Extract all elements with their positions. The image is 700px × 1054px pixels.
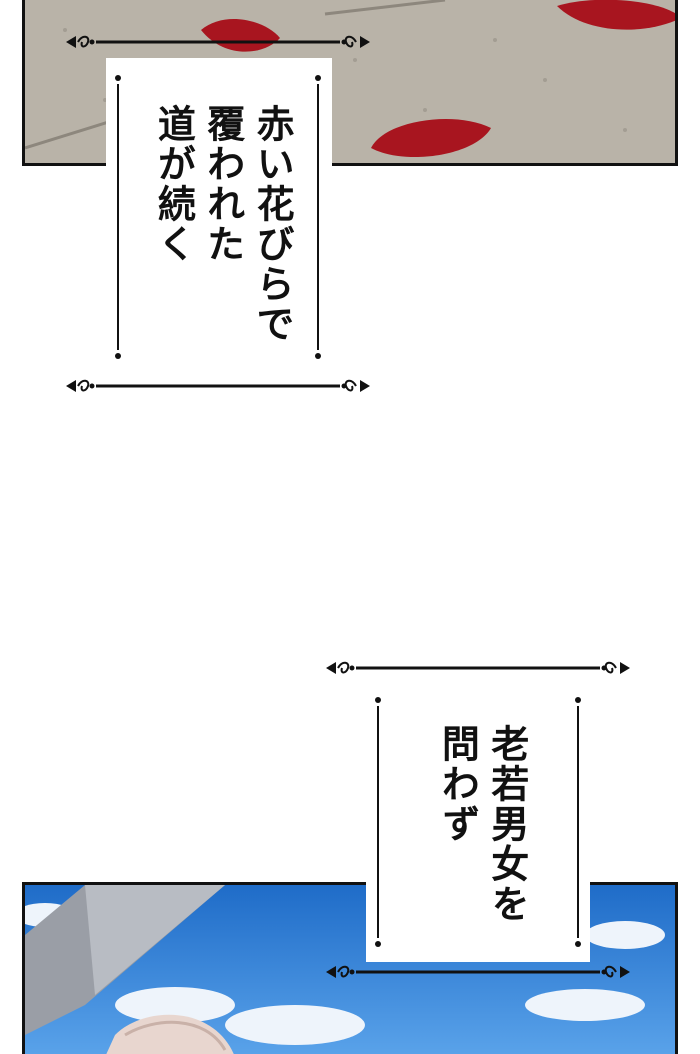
caption-line: 老若男女を bbox=[484, 724, 529, 924]
caption-line: 赤い花びらで bbox=[250, 104, 295, 344]
caption-text-1: 赤い花びらで 覆われた 道が続く bbox=[148, 104, 296, 374]
ornamental-frame bbox=[326, 661, 630, 978]
flourish-top bbox=[66, 35, 370, 48]
flourish-bottom bbox=[66, 379, 370, 392]
ornamental-frame bbox=[66, 35, 370, 392]
caption-text-2: 老若男女を 問わず bbox=[432, 724, 531, 954]
flourish-top bbox=[326, 661, 630, 674]
caption-line: 道が続く bbox=[151, 104, 196, 264]
petal-shape bbox=[557, 0, 675, 30]
figure-shape bbox=[106, 1014, 234, 1054]
caption-box-1: 赤い花びらで 覆われた 道が続く bbox=[60, 22, 375, 402]
caption-box-2: 老若男女を 問わず bbox=[322, 648, 637, 988]
flourish-bottom bbox=[326, 965, 630, 978]
caption-line: 覆われた bbox=[200, 104, 245, 264]
caption-line: 問わず bbox=[435, 724, 480, 844]
petal-shape bbox=[371, 118, 491, 158]
